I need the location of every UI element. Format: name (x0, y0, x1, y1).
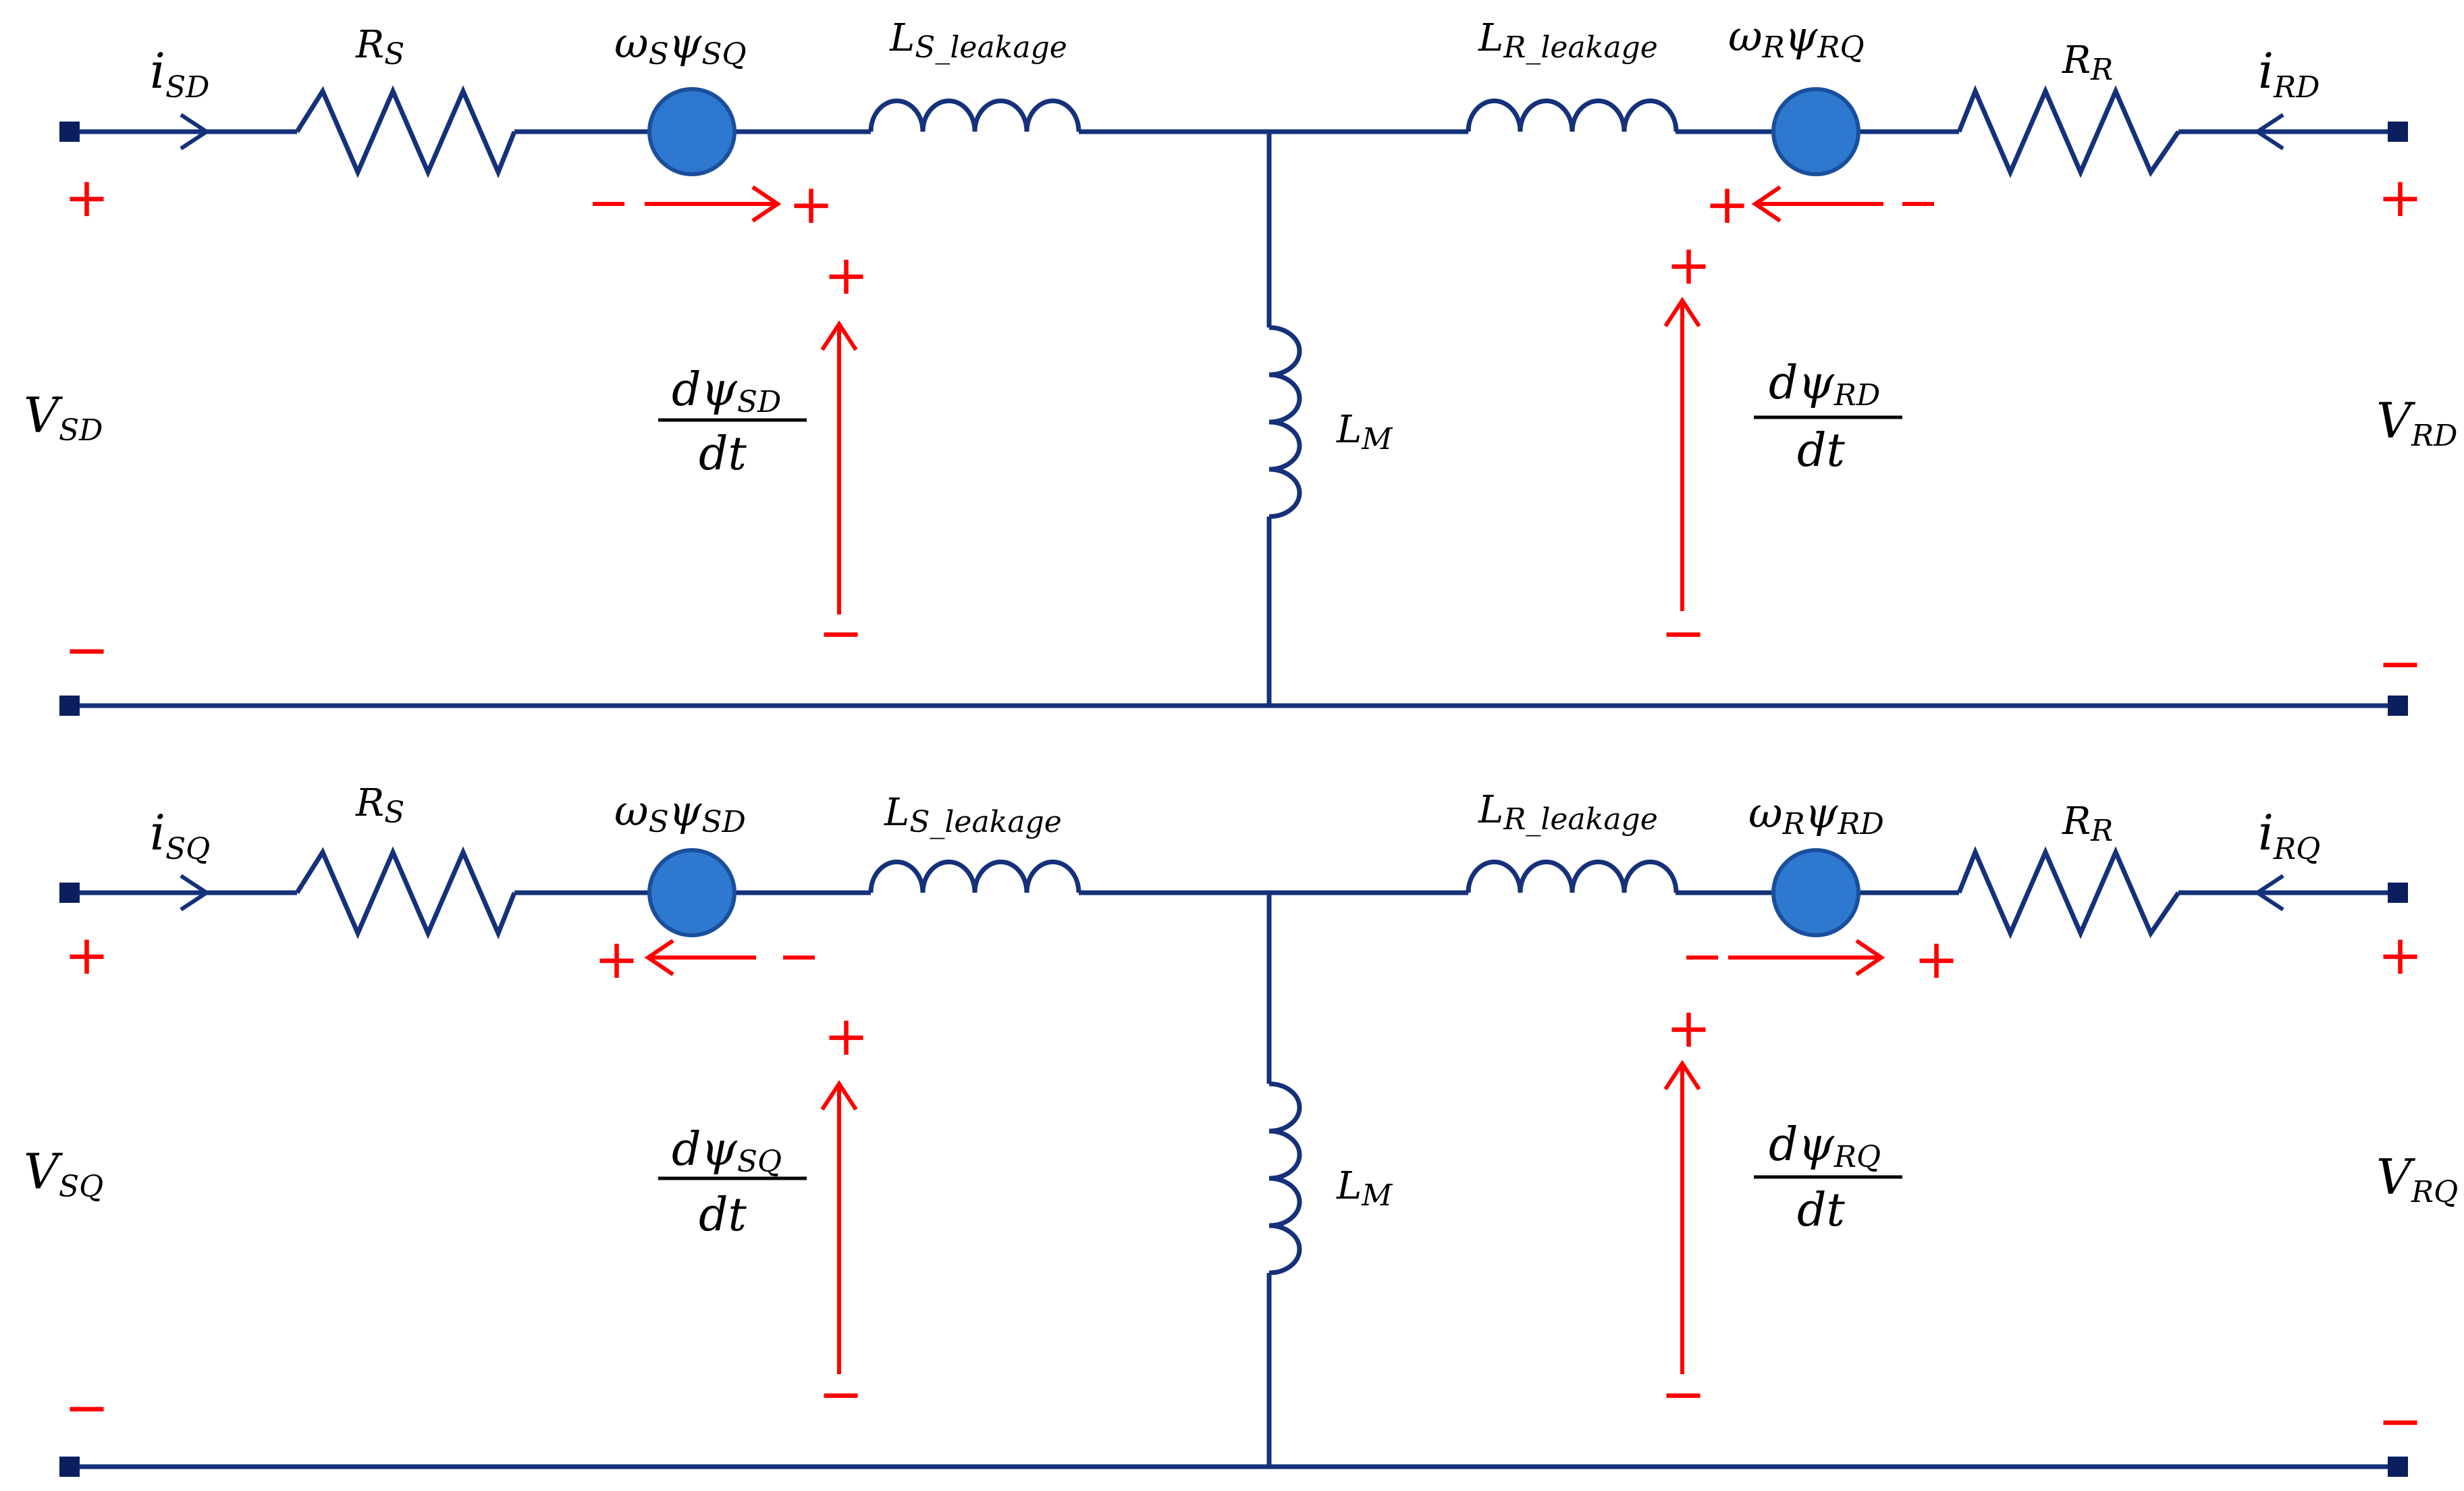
d-axis-labels: iSD RS ωSψSQ LS_leakage LM LR_leakage ωR… (24, 11, 2457, 481)
d-left-minus: − (64, 619, 109, 681)
q-axis-circuit (59, 845, 2408, 1477)
d-right-plus: + (2378, 166, 2423, 229)
q-stator-dpsi-plus: + (824, 1005, 869, 1068)
q-rotor-source-label: ωRψRD (1748, 788, 1884, 841)
q-rotor-voltage-label: VRQ (2376, 1149, 2458, 1209)
q-terminal-top-right[interactable] (2388, 883, 2408, 903)
q-terminal-bottom-left[interactable] (59, 1457, 80, 1477)
q-stator-dpsi-arrowhead (820, 1080, 858, 1111)
d-stator-voltage-label: VSD (24, 387, 103, 448)
d-terminal-top-left[interactable] (59, 122, 80, 142)
d-stator-resistor-label: RS (355, 23, 404, 72)
q-stator-leakage-label: LS_leakage (884, 791, 1062, 839)
q-stator-emf-plus: + (594, 928, 639, 991)
d-rotor-dpsi-plus: + (1666, 234, 1711, 296)
q-stator-voltage-label: VSQ (24, 1143, 103, 1204)
d-stator-dpsi-minus: − (818, 602, 863, 664)
q-stator-source-label: ωSψSD (614, 786, 746, 839)
d-rotor-voltage-source[interactable] (1771, 87, 1860, 176)
d-stator-emf-arrowhead (751, 185, 782, 223)
d-right-minus: − (2378, 632, 2423, 695)
q-rotor-resistor-label: RR (2062, 800, 2113, 848)
q-rotor-leakage-inductor[interactable] (1466, 859, 1679, 893)
q-right-plus: + (2378, 924, 2423, 987)
q-right-minus: − (2378, 1390, 2423, 1453)
q-stator-resistor[interactable] (295, 846, 517, 940)
q-terminal-top-left[interactable] (59, 883, 80, 903)
d-rotor-dpsi-denominator: dt (1797, 424, 1846, 477)
d-rotor-emf-plus: + (1705, 173, 1750, 236)
q-stator-dpsi-numerator: dψSQ (672, 1123, 782, 1179)
q-stator-dpsi-denominator: dt (699, 1188, 747, 1242)
d-axis-circuit (59, 84, 2408, 716)
d-rotor-emf-arrowhead (1751, 185, 1782, 223)
d-magnetizing-inductor[interactable] (1268, 325, 1302, 519)
d-input-current-label: iSD (150, 43, 209, 105)
d-magnetizing-label: LM (1336, 408, 1393, 456)
q-magnetizing-inductor[interactable] (1268, 1081, 1302, 1276)
d-output-current-label: iRD (2258, 43, 2320, 105)
q-rotor-emf-plus: + (1914, 928, 1959, 991)
d-stator-source-label: ωSψSQ (614, 18, 747, 72)
q-rotor-resistor[interactable] (1956, 845, 2180, 939)
d-stator-emf-plus: + (788, 173, 834, 236)
d-terminal-top-right[interactable] (2388, 122, 2408, 142)
d-rotor-leakage-inductor[interactable] (1466, 98, 1679, 132)
d-rotor-voltage-label: VRD (2376, 392, 2457, 453)
q-stator-voltage-source[interactable] (647, 848, 736, 937)
q-left-minus: − (64, 1376, 109, 1439)
q-rotor-voltage-source[interactable] (1771, 848, 1860, 937)
q-rotor-dpsi-denominator: dt (1797, 1184, 1846, 1237)
q-stator-leakage-inductor[interactable] (868, 859, 1081, 893)
d-stator-dpsi-denominator: dt (699, 427, 747, 481)
d-rotor-source-label: ωRψRQ (1728, 11, 1865, 65)
q-output-current-label: iRQ (2258, 804, 2320, 866)
d-rotor-resistor-label: RR (2062, 38, 2113, 87)
d-rotor-resistor[interactable] (1956, 84, 2180, 178)
d-current-out-arrowhead (2253, 113, 2284, 151)
d-stator-dpsi-plus: + (824, 244, 869, 307)
q-stator-resistor-label: RS (355, 781, 404, 830)
d-rotor-dpsi-numerator: dψRD (1769, 357, 1880, 413)
q-left-plus: + (64, 924, 109, 987)
q-rotor-emf-arrowhead (1855, 939, 1885, 976)
d-stator-resistor[interactable] (295, 85, 517, 179)
d-rotor-dpsi-minus: − (1661, 602, 1706, 664)
q-rotor-dpsi-plus: + (1666, 997, 1711, 1060)
q-input-current-label: iSQ (150, 804, 210, 866)
d-terminal-bottom-left[interactable] (59, 696, 80, 716)
d-stator-voltage-source[interactable] (647, 87, 736, 176)
d-stator-leakage-inductor[interactable] (868, 98, 1081, 132)
d-annotations (645, 185, 1883, 614)
d-rotor-leakage-label: LR_leakage (1478, 16, 1658, 65)
q-stator-emf-arrowhead (644, 939, 674, 976)
d-stator-dpsi-numerator: dψSD (672, 363, 781, 419)
d-stator-leakage-label: LS_leakage (889, 16, 1067, 65)
q-annotations (644, 939, 1885, 1374)
d-stator-dpsi-arrowhead (820, 320, 858, 351)
q-stator-dpsi-minus: − (818, 1363, 863, 1425)
q-magnetizing-label: LM (1336, 1164, 1393, 1213)
q-rotor-leakage-label: LR_leakage (1478, 788, 1658, 837)
d-left-plus: + (64, 166, 109, 229)
d-rotor-dpsi-arrowhead (1663, 296, 1701, 328)
q-rotor-dpsi-minus: − (1661, 1363, 1706, 1425)
q-current-in-arrowhead (180, 874, 211, 912)
q-axis-labels: iSQ RS ωSψSD LS_leakage LM LR_leakage ωR… (24, 781, 2458, 1242)
q-rotor-dpsi-numerator: dψRQ (1769, 1118, 1881, 1174)
d-terminal-bottom-right[interactable] (2388, 696, 2408, 716)
polarity-signs: + − + − + + + − + − + − + − + + + − + − (64, 166, 2423, 1453)
q-terminal-bottom-right[interactable] (2388, 1457, 2408, 1477)
q-current-out-arrowhead (2253, 874, 2284, 912)
d-current-in-arrowhead (180, 113, 211, 151)
q-rotor-dpsi-arrowhead (1663, 1060, 1701, 1091)
